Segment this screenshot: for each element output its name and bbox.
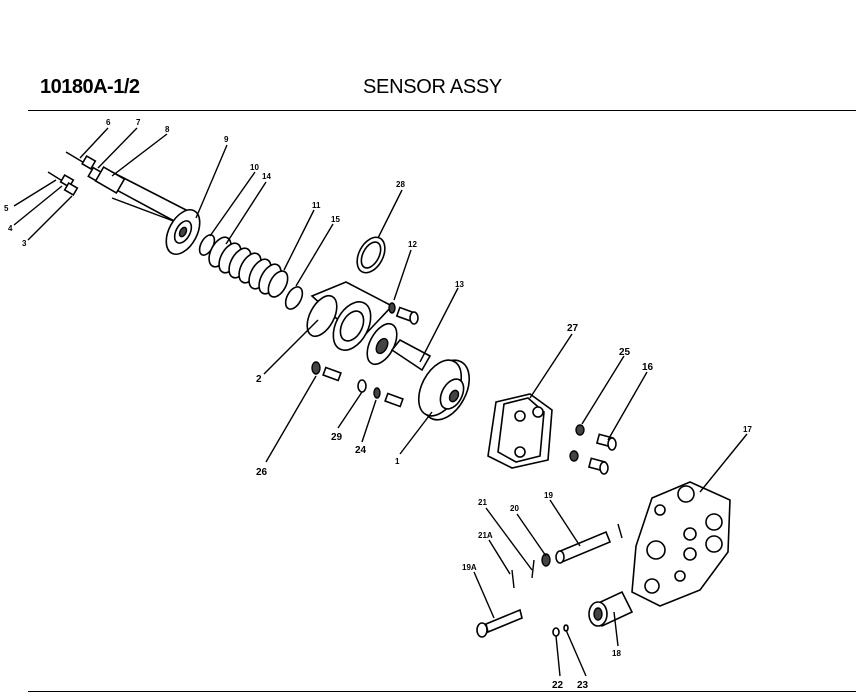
callout-10: 10 [250,163,259,172]
callout-6: 6 [106,118,111,127]
bottom-divider [28,691,856,692]
callout-26: 26 [256,467,268,478]
bushing-part-18 [552,590,634,637]
callout-19a: 19A [462,563,477,572]
callout-4: 4 [8,224,13,233]
callout-7: 7 [136,118,141,127]
washer-part-15 [284,286,304,310]
callout-21: 21 [478,498,487,507]
callout-23: 23 [577,680,589,691]
callout-2: 2 [256,374,262,385]
fasteners-group [311,361,404,408]
sensor-body [306,281,398,366]
callout-22: 22 [552,680,564,691]
pin-part-19 [531,523,623,579]
spring-part-14 [208,236,289,298]
callout-5: 5 [4,204,9,213]
callout-29: 29 [331,432,343,443]
callout-11: 11 [312,201,321,210]
top-divider [28,110,856,111]
callout-1: 1 [395,457,400,466]
o-ring-part-28 [356,236,386,274]
callout-20: 20 [510,504,519,513]
callout-24: 24 [355,445,367,456]
pin-part-19a [476,569,523,638]
callout-25: 25 [619,347,631,358]
callout-19: 19 [544,491,553,500]
callout-21a: 21A [478,531,493,540]
callout-9: 9 [224,135,229,144]
pulley-part-1 [390,338,470,421]
callout-18: 18 [612,649,621,658]
callout-16: 16 [642,362,654,373]
shaft-assembly [47,151,192,223]
leader-lines [13,127,748,677]
callout-labels: 6 7 8 5 4 3 9 10 14 11 15 28 12 13 2 26 … [4,118,752,691]
mounting-plate-part-17 [631,481,731,607]
callout-8: 8 [165,125,170,134]
callout-15: 15 [331,215,340,224]
callout-3: 3 [22,239,27,248]
bracket-part-27 [487,393,553,469]
callout-12: 12 [408,240,417,249]
page-title: SENSOR ASSY [363,76,502,98]
fasteners-25-16 [569,424,617,475]
part-number: 10180A-1/2 [40,76,140,98]
screw-part-12 [388,302,419,325]
callout-17: 17 [743,425,752,434]
callout-14: 14 [262,172,271,181]
callout-13: 13 [455,280,464,289]
flange-part-9 [165,209,201,255]
callout-27: 27 [567,323,579,334]
callout-28: 28 [396,180,405,189]
